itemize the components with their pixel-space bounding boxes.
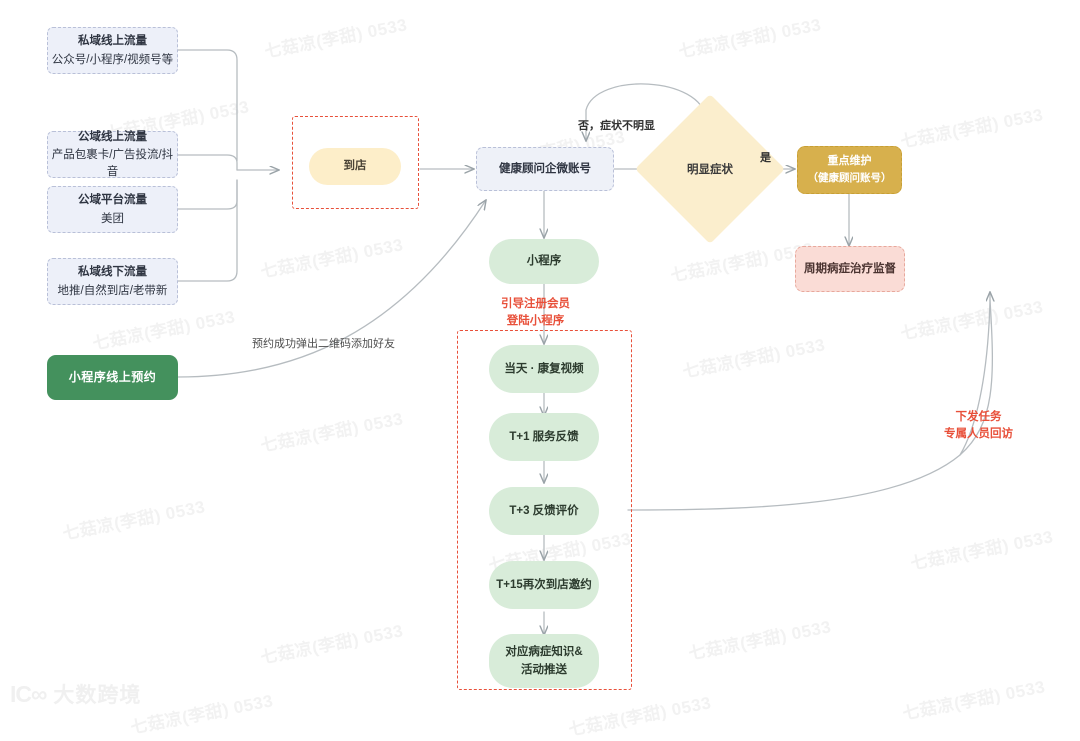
watermark: 七菇凉(李甜) 0533 <box>680 335 827 382</box>
node-label: 对应病症知识&活动推送 <box>505 645 583 676</box>
node-label: 小程序线上预约 <box>68 369 157 384</box>
source-node-private-online[interactable]: 私域线上流量 公众号/小程序/视频号等 <box>47 27 178 74</box>
watermark: 七菇凉(李甜) 0533 <box>676 15 823 62</box>
source-subtitle: 美团 <box>101 212 124 225</box>
node-journey-t15[interactable]: T+15再次到店邀约 <box>489 561 599 609</box>
logo-mark-icon: IC∞ <box>10 680 47 707</box>
watermark: 七菇凉(李甜) 0533 <box>898 297 1045 344</box>
node-label: T+1 服务反馈 <box>509 430 579 443</box>
edge-label-no: 否，症状不明显 <box>578 120 655 132</box>
node-key-maintenance[interactable]: 重点维护 （健康顾问账号） <box>797 146 902 194</box>
watermark: 七菇凉(李甜) 0533 <box>90 307 237 354</box>
edge-label-dispatch: 下发任务 专属人员回访 <box>944 409 1013 444</box>
node-journey-day0[interactable]: 当天 · 康复视频 <box>489 345 599 393</box>
note-register-member: 引导注册会员 登陆小程序 <box>501 296 570 331</box>
watermark: 七菇凉(李甜) 0533 <box>258 235 405 282</box>
node-arrive-store[interactable]: 到店 <box>309 148 401 185</box>
node-title: 重点维护 <box>827 154 872 167</box>
node-treatment-supervision[interactable]: 周期病症治疗监督 <box>795 246 905 292</box>
watermark: 七菇凉(李甜) 0533 <box>898 105 1045 152</box>
node-label: T+3 反馈评价 <box>509 504 579 517</box>
watermark: 七菇凉(李甜) 0533 <box>686 617 833 664</box>
source-title: 私域线下流量 <box>78 265 147 278</box>
watermark: 七菇凉(李甜) 0533 <box>60 497 207 544</box>
watermark: 七菇凉(李甜) 0533 <box>262 15 409 62</box>
source-node-private-offline[interactable]: 私域线下流量 地推/自然到店/老带新 <box>47 258 178 305</box>
node-journey-t1[interactable]: T+1 服务反馈 <box>489 413 599 461</box>
source-subtitle: 产品包裹卡/广告投流/抖音 <box>51 149 174 178</box>
node-label: 周期病症治疗监督 <box>804 262 896 275</box>
node-subtitle: （健康顾问账号） <box>807 171 892 184</box>
node-miniapp[interactable]: 小程序 <box>489 239 599 284</box>
dispatch-line-2: 专属人员回访 <box>944 428 1013 441</box>
watermark: 七菇凉(李甜) 0533 <box>668 239 815 286</box>
brand-logo: IC∞ 大数跨境 <box>10 679 141 709</box>
note-line-1: 引导注册会员 <box>501 298 570 310</box>
diagram-canvas: 七菇凉(李甜) 0533 七菇凉(李甜) 0533 七菇凉(李甜) 0533 七… <box>10 15 1055 739</box>
watermark: 七菇凉(李甜) 0533 <box>908 527 1055 574</box>
node-label: T+15再次到店邀约 <box>496 578 592 591</box>
watermark: 七菇凉(李甜) 0533 <box>566 693 713 740</box>
source-title: 公域线上流量 <box>78 130 147 143</box>
node-journey-t3[interactable]: T+3 反馈评价 <box>489 487 599 535</box>
logo-wordmark: 大数跨境 <box>53 684 142 707</box>
node-label: 小程序 <box>526 255 562 268</box>
edge-label-yes: 是 <box>760 152 771 164</box>
node-label: 明显症状 <box>687 164 733 176</box>
node-label: 健康顾问企微账号 <box>499 162 591 175</box>
region-journey <box>457 330 632 690</box>
node-health-advisor-account[interactable]: 健康顾问企微账号 <box>476 147 614 191</box>
watermark: 七菇凉(李甜) 0533 <box>128 691 275 738</box>
edge-label-booking: 预约成功弹出二维码添加好友 <box>252 338 395 350</box>
source-node-public-platform[interactable]: 公域平台流量 美团 <box>47 186 178 233</box>
watermark: 七菇凉(李甜) 0533 <box>258 409 405 456</box>
source-node-public-online[interactable]: 公域线上流量 产品包裹卡/广告投流/抖音 <box>47 131 178 178</box>
node-label: 到店 <box>343 160 367 173</box>
node-decision-obvious-symptoms[interactable]: 明显症状 <box>635 94 785 244</box>
watermark: 七菇凉(李甜) 0533 <box>900 677 1047 724</box>
source-subtitle: 公众号/小程序/视频号等 <box>51 53 174 66</box>
note-line-2: 登陆小程序 <box>506 315 565 328</box>
dispatch-line-1: 下发任务 <box>955 411 1002 423</box>
region-arrive <box>292 116 419 209</box>
watermark: 七菇凉(李甜) 0533 <box>258 621 405 668</box>
node-label: 当天 · 康复视频 <box>504 362 584 375</box>
node-online-booking[interactable]: 小程序线上预约 <box>47 355 178 400</box>
source-title: 公域平台流量 <box>78 193 147 206</box>
node-journey-knowledge-push[interactable]: 对应病症知识&活动推送 <box>489 634 599 688</box>
source-title: 私域线上流量 <box>78 34 147 47</box>
source-subtitle: 地推/自然到店/老带新 <box>57 284 168 297</box>
